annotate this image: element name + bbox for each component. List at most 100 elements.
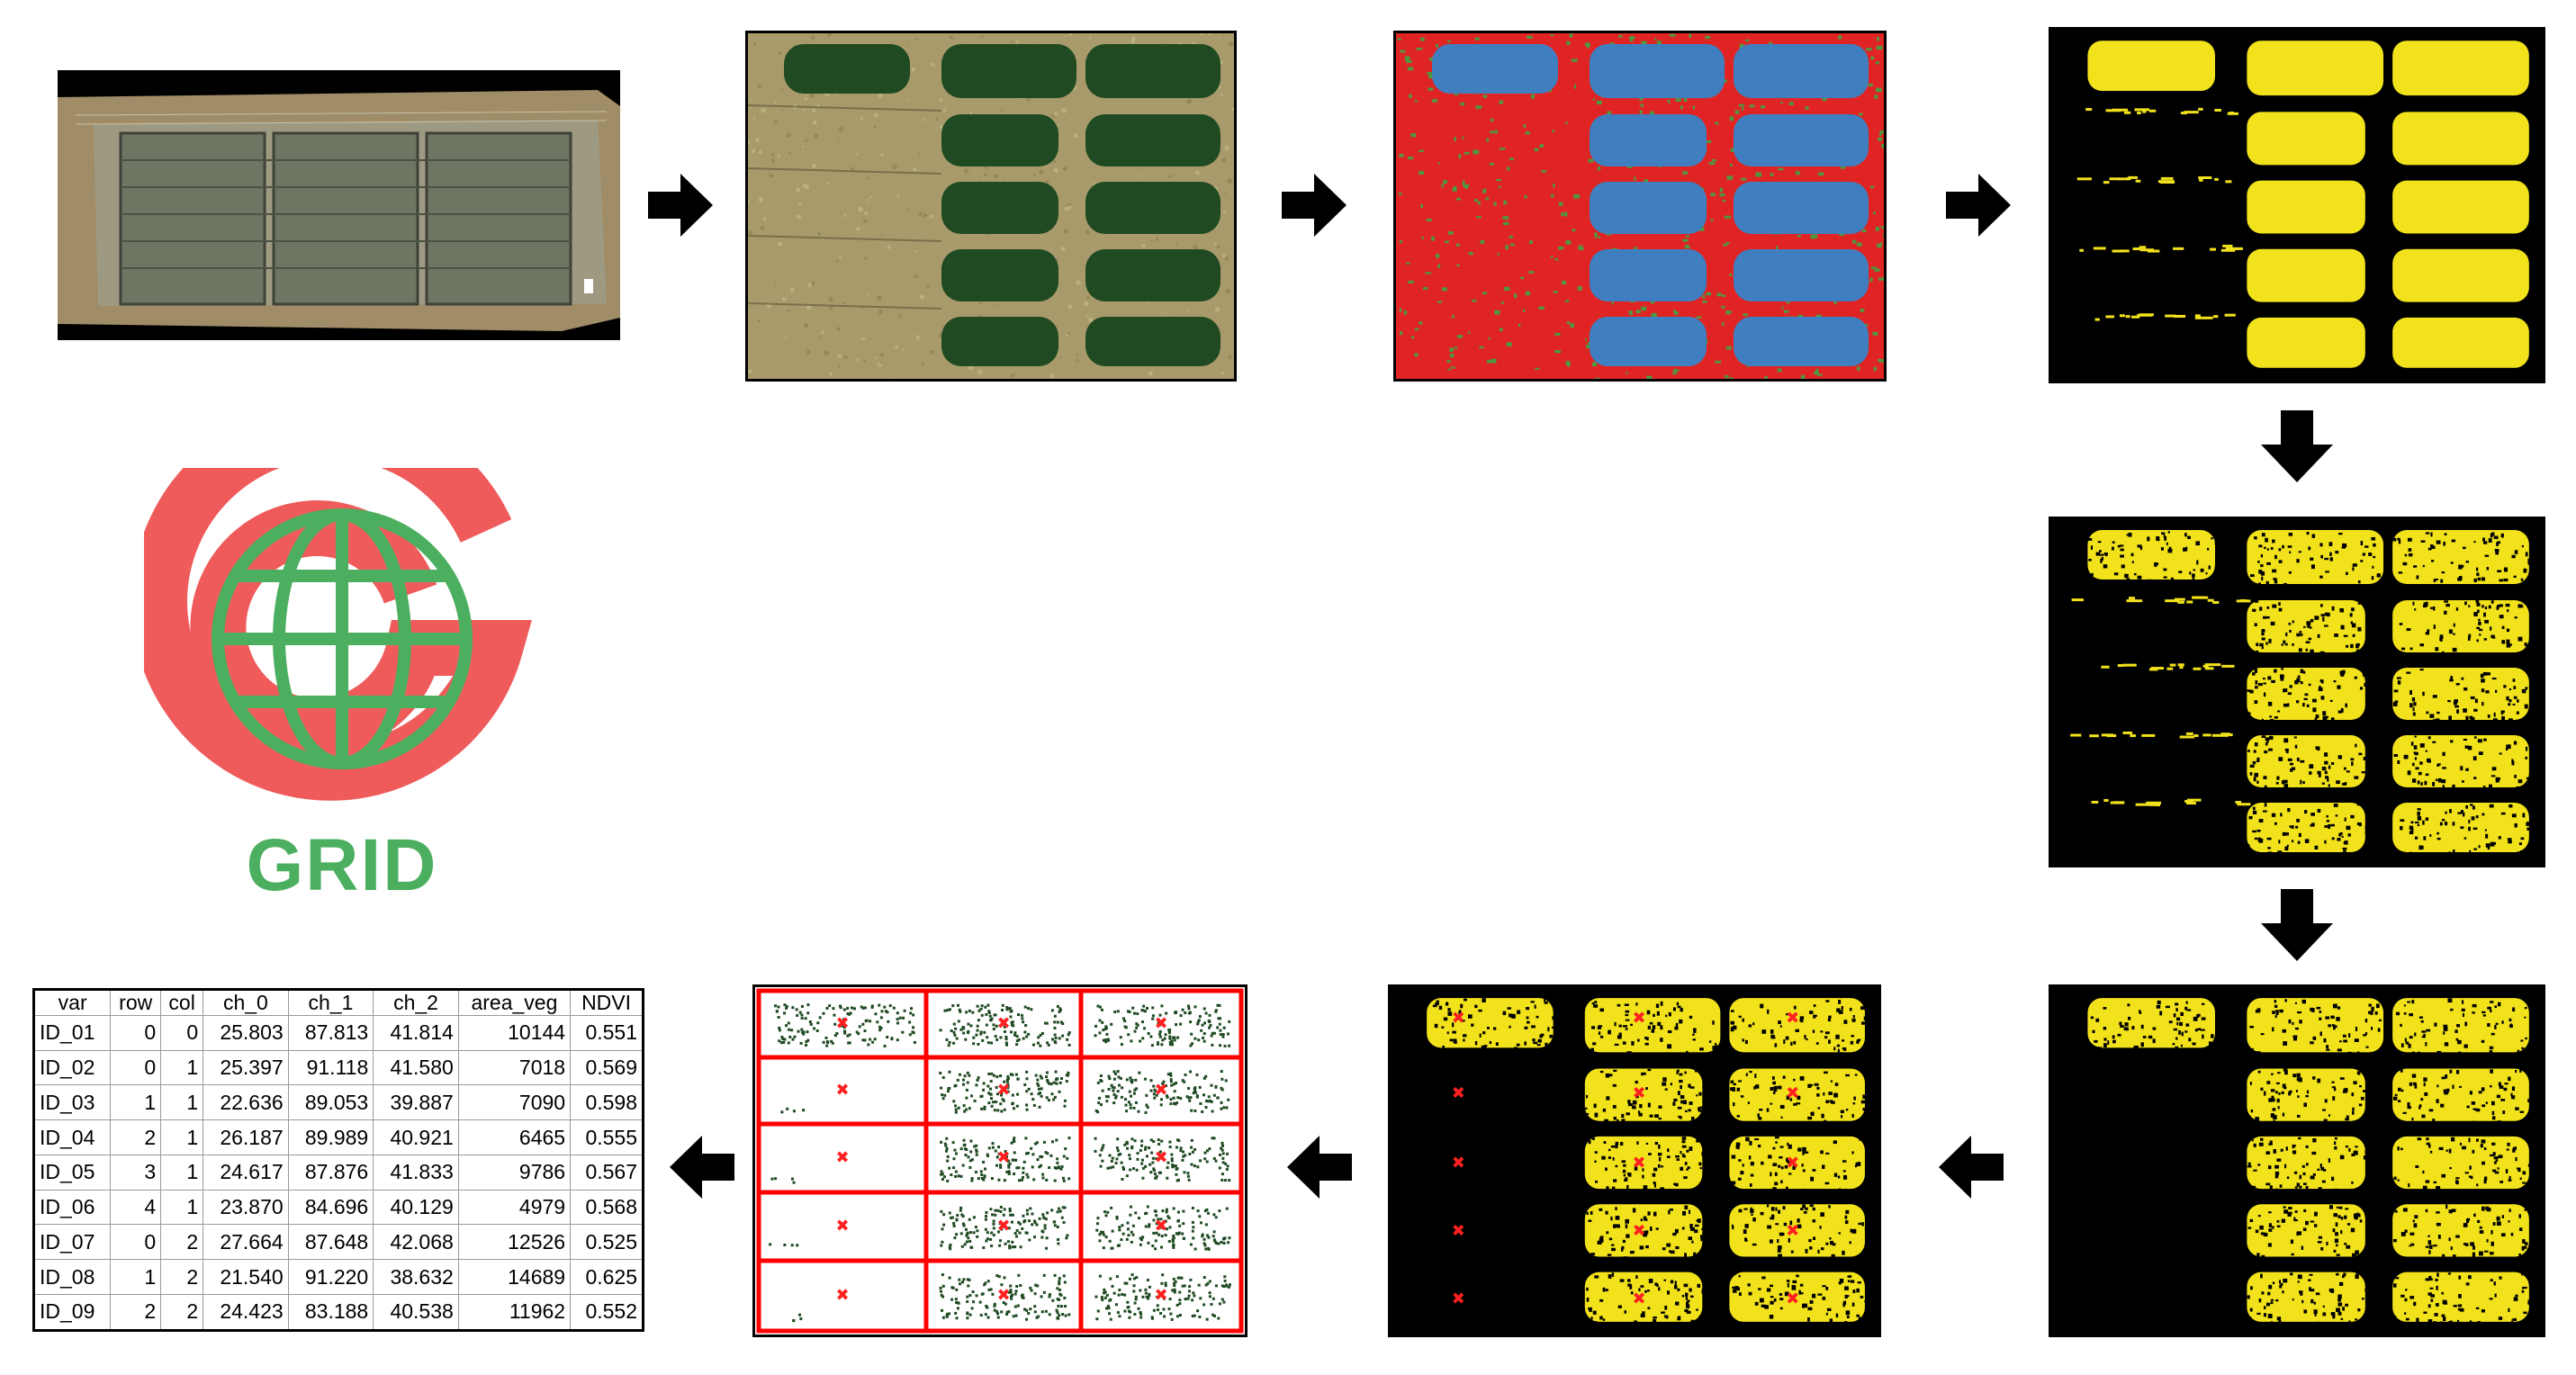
logo-text: GRID [246,824,438,906]
table-header-cell: area_veg [457,989,572,1016]
centroid-marker: ✖ [1154,1217,1167,1236]
centroid-marker: ✖ [835,1081,849,1100]
mask-block [1584,1136,1703,1190]
centroid-marker: ✖ [1786,1084,1799,1103]
table-cell: 0.555 [570,1119,644,1155]
table-cell: 0 [110,1049,162,1086]
centroid-marker: ✖ [1452,1009,1465,1028]
table-cell: ID_07 [32,1224,112,1261]
table-cell: ID_03 [32,1084,112,1121]
table-cell: 10144 [457,1015,572,1051]
table-cell: 1 [160,1189,204,1226]
cropped-plots-image [745,31,1237,382]
table-cell: ID_09 [32,1293,112,1332]
mask-block [1427,998,1554,1048]
centroid-marker: ✖ [1786,1221,1799,1240]
mask-block [2247,735,2365,787]
table-cell: 7090 [457,1084,572,1121]
table-cell: ID_05 [32,1154,112,1191]
table-cell: ID_04 [32,1119,112,1155]
centroid-marker: ✖ [835,1217,849,1236]
centroid-marker: ✖ [835,1148,849,1167]
plot-cell [1078,1258,1244,1334]
mask-block [2247,600,2365,652]
mask-block [2392,40,2529,96]
table-cell: ID_06 [32,1189,112,1226]
centroid-marker: ✖ [1452,1290,1465,1308]
centroid-marker: ✖ [835,1286,849,1305]
centroid-marker: ✖ [1452,1221,1465,1240]
canopy-block [941,317,1058,366]
canopy-block [1085,44,1220,98]
canopy-block [1085,114,1220,166]
table-cell: 23.870 [203,1189,289,1226]
table-cell: 14689 [457,1259,572,1295]
table-cell: 39.887 [373,1084,459,1121]
table-cell: 2 [110,1293,162,1332]
table-cell: 0.525 [570,1224,644,1261]
table-header-cell: row [110,989,162,1016]
table-cell: 0.598 [570,1084,644,1121]
mask-block [2247,530,2384,584]
table-header-cell: NDVI [570,989,644,1016]
table-cell: 1 [160,1084,204,1121]
mask-block [2247,1136,2365,1190]
table-cell: 40.129 [373,1189,459,1226]
table-cell: 40.538 [373,1293,459,1332]
table-cell: ID_02 [32,1049,112,1086]
cluster-block [1734,44,1869,98]
centroid-marker: ✖ [1154,1014,1167,1033]
centroid-marker: ✖ [996,1217,1010,1236]
mask-block [2087,998,2215,1048]
centroid-marker: ✖ [996,1286,1010,1305]
refined-mask-image [2049,517,2545,867]
cluster-block [1734,317,1869,366]
table-header-cell: var [32,989,112,1016]
table-cell: 1 [110,1259,162,1295]
mask-block [2247,112,2365,166]
table-cell: 87.648 [287,1224,374,1261]
globe-icon [131,402,533,801]
mask-block [2392,668,2529,720]
mask-block [2247,998,2384,1053]
table-cell: 0.567 [570,1154,644,1191]
canopy-block [941,182,1058,234]
binary-mask-image [2049,27,2545,383]
cluster-block [1590,114,1707,166]
centroid-marker: ✖ [1154,1148,1167,1167]
centroid-marker: ✖ [996,1081,1010,1100]
table-cell: 0.552 [570,1293,644,1332]
table-cell: 6465 [457,1119,572,1155]
mask-block [2247,317,2365,368]
table-cell: ID_01 [32,1015,112,1051]
mask-block [1729,998,1865,1053]
table-cell: 24.617 [203,1154,289,1191]
cluster-block [1734,249,1869,301]
table-cell: 1 [160,1154,204,1191]
cluster-block [1734,114,1869,166]
cluster-block [1590,44,1725,98]
mask-block [2247,40,2384,96]
centroid-marker: ✖ [1452,1154,1465,1173]
centroid-marker: ✖ [996,1014,1010,1033]
mask-block [2392,1136,2529,1190]
mask-block [2392,1068,2529,1121]
table-cell: 40.921 [373,1119,459,1155]
table-cell: 41.814 [373,1015,459,1051]
table-cell: 0 [160,1015,204,1051]
canopy-block [1085,317,1220,366]
mask-block [2392,317,2529,368]
mask-block [2247,1068,2365,1121]
cluster-block [1432,44,1558,94]
table-cell: 1 [160,1049,204,1086]
table-cell: 27.664 [203,1224,289,1261]
table-cell: 89.989 [287,1119,374,1155]
cluster-block [1590,249,1707,301]
arrow-right-icon [1278,174,1350,237]
table-cell: 1 [110,1084,162,1121]
